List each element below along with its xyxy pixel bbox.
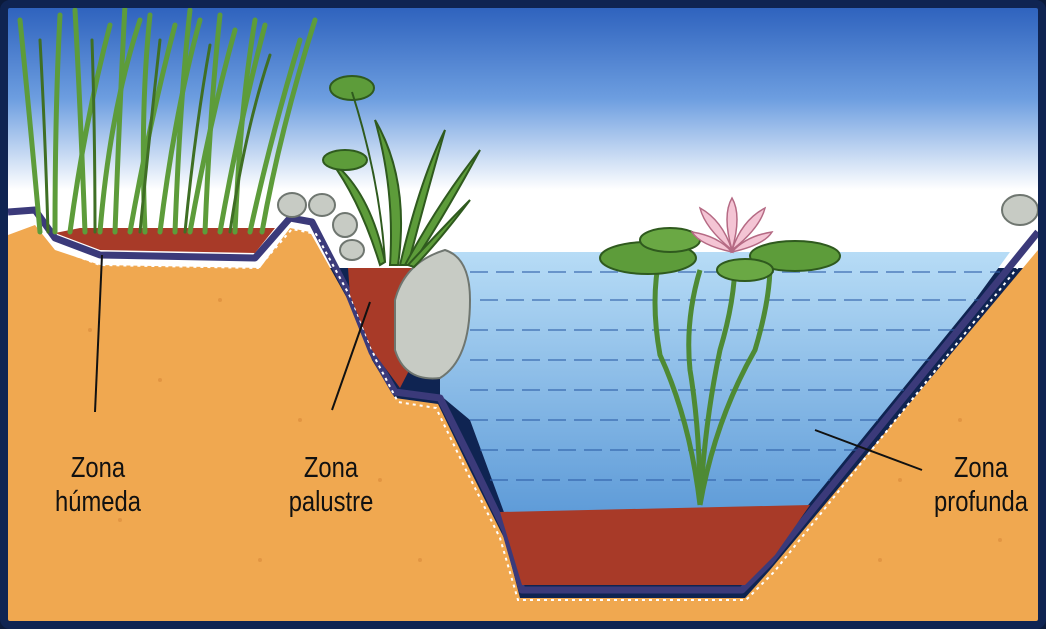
- pond-cross-section: [8, 8, 1038, 621]
- label-zona-profunda: Zona profunda: [928, 451, 1035, 519]
- zone-name: húmeda: [45, 485, 152, 519]
- zone-name: profunda: [928, 485, 1035, 519]
- zone-title: Zona: [278, 451, 385, 485]
- zone-title: Zona: [928, 451, 1035, 485]
- zone-name: palustre: [278, 485, 385, 519]
- label-zona-humeda: Zona húmeda: [45, 451, 152, 519]
- label-zona-palustre: Zona palustre: [278, 451, 385, 519]
- zone-title: Zona: [45, 451, 152, 485]
